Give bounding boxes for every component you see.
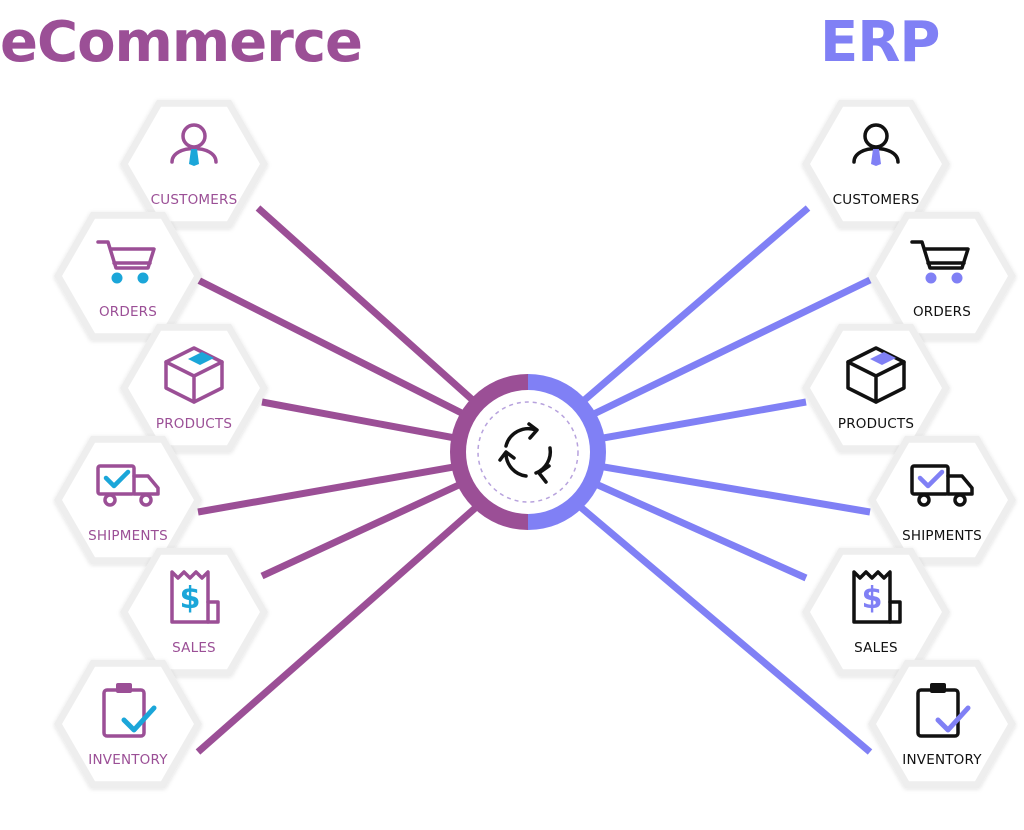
hex-label: ORDERS xyxy=(99,304,157,320)
customer-icon xyxy=(852,123,900,166)
hex-node-right-shipments: SHIPMENTS xyxy=(868,435,1016,565)
customer-icon xyxy=(170,123,218,166)
hex-node-left-sales: $ SALES xyxy=(120,547,268,677)
receipt-dollar-icon: $ xyxy=(852,570,902,624)
connector-line-left xyxy=(195,485,501,755)
hex-label: SALES xyxy=(172,640,216,656)
hex-face xyxy=(810,554,942,670)
connector-line-left xyxy=(196,276,500,435)
hex-label: CUSTOMERS xyxy=(151,192,238,208)
sync-hub xyxy=(450,374,606,530)
connector-line-left xyxy=(255,205,501,426)
connector-line-right xyxy=(555,485,873,755)
hex-node-left-shipments: SHIPMENTS xyxy=(54,435,202,565)
clipboard-check-icon xyxy=(916,683,971,738)
hex-node-right-inventory: INVENTORY xyxy=(868,659,1016,789)
ecommerce-title: eCommerce xyxy=(0,10,363,75)
clipboard-check-icon xyxy=(102,683,157,738)
receipt-dollar-icon: $ xyxy=(170,570,220,624)
hex-label: PRODUCTS xyxy=(156,416,232,432)
hex-node-right-sales: $ SALES xyxy=(802,547,950,677)
connector-line-left xyxy=(197,455,499,516)
hex-node-left-customers: CUSTOMERS xyxy=(120,99,268,229)
hex-label: INVENTORY xyxy=(88,752,168,768)
cart-icon xyxy=(910,240,970,284)
hex-face xyxy=(62,218,194,334)
hex-node-left-products: PRODUCTS xyxy=(120,323,268,453)
connector-line-right xyxy=(557,455,871,516)
sync-arrows-icon xyxy=(498,422,553,484)
hex-label: ORDERS xyxy=(913,304,971,320)
hub-dashed-ring xyxy=(477,401,579,503)
entity-hexagons: CUSTOMERS ORDERS PRODUCTS SHIPMENTS $ SALES IN… xyxy=(54,99,1016,789)
hex-node-right-customers: CUSTOMERS xyxy=(802,99,950,229)
hex-node-left-orders: ORDERS xyxy=(54,211,202,341)
hex-node-right-orders: ORDERS xyxy=(868,211,1016,341)
hex-face xyxy=(876,442,1008,558)
connector-line-right xyxy=(555,205,811,426)
connector-lines xyxy=(195,205,873,755)
box-icon xyxy=(164,346,224,404)
hex-label: INVENTORY xyxy=(902,752,982,768)
erp-title: ERP xyxy=(820,10,940,75)
hex-label: SALES xyxy=(854,640,898,656)
hex-face xyxy=(128,554,260,670)
box-icon xyxy=(846,346,906,404)
hex-face xyxy=(876,218,1008,334)
hex-node-left-inventory: INVENTORY xyxy=(54,659,202,789)
hex-face xyxy=(62,442,194,558)
hex-label: CUSTOMERS xyxy=(833,192,920,208)
truck-icon xyxy=(96,464,160,507)
truck-icon xyxy=(910,464,974,507)
hex-node-right-products: PRODUCTS xyxy=(802,323,950,453)
hub-face xyxy=(466,390,590,514)
connector-line-right xyxy=(556,276,872,435)
svg-text:$: $ xyxy=(180,581,201,616)
hex-label: SHIPMENTS xyxy=(88,528,168,544)
cart-icon xyxy=(96,240,156,284)
hex-label: PRODUCTS xyxy=(838,416,914,432)
connector-line-right xyxy=(556,463,808,582)
svg-text:$: $ xyxy=(862,581,883,616)
hex-label: SHIPMENTS xyxy=(902,528,982,544)
